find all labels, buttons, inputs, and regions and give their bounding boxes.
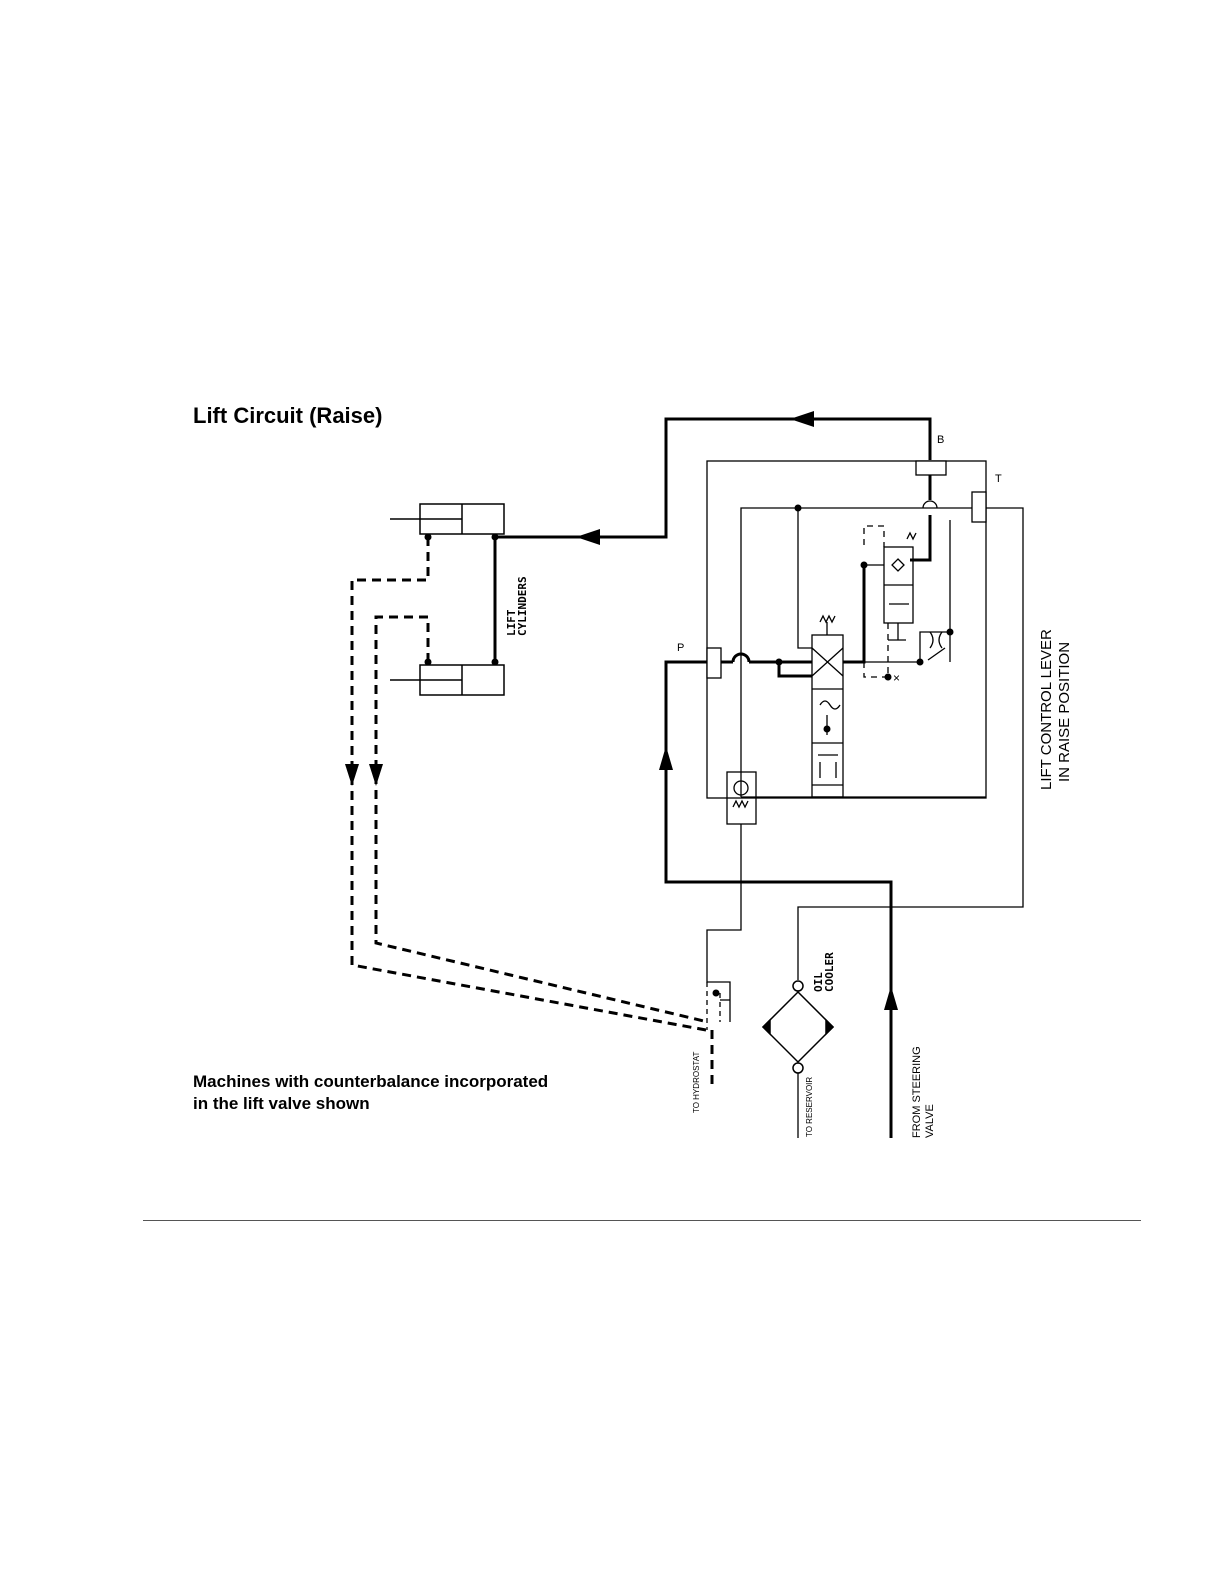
lever-label-2: IN RAISE POSITION [1056, 642, 1073, 782]
junction-dot [492, 534, 499, 541]
lift-valve-body [707, 461, 986, 798]
from-steering-label-1: FROM STEERING [911, 1046, 923, 1138]
junction-dot [425, 659, 432, 666]
lift-cylinder-upper [390, 504, 504, 534]
junction-dot [824, 726, 831, 733]
junction-dot [776, 659, 783, 666]
hydrostat-dashed [707, 982, 720, 1030]
junction-dot [947, 629, 954, 636]
from-steering-label-2: VALVE [924, 1104, 936, 1138]
plug-x-mark: × [893, 671, 900, 685]
lever-label-group: LIFT CONTROL LEVER IN RAISE POSITION [1038, 629, 1073, 790]
port-b-block [916, 461, 946, 475]
hydrostat-line [707, 824, 741, 1022]
flow-arrow-down-icon [345, 764, 359, 786]
junction-dot [917, 659, 924, 666]
return-line-to-cooler [798, 508, 1023, 1138]
junction-dot [795, 505, 802, 512]
internal-pressure-path [721, 475, 937, 676]
junction-dot [425, 534, 432, 541]
oil-cooler-label-2: COOLER [823, 952, 836, 992]
from-steering-label-group: FROM STEERING VALVE [911, 1046, 936, 1138]
port-p-label: P [677, 642, 684, 654]
junction-dot [861, 562, 868, 569]
to-reservoir-label-group: TO RESERVOIR [805, 1077, 814, 1137]
flow-arrow-up-icon [884, 986, 898, 1010]
port-t-label: T [995, 473, 1002, 485]
counterbalance-valve [884, 533, 916, 640]
to-hydrostat-label: TO HYDROSTAT [692, 1052, 701, 1113]
flow-arrow-down-icon [369, 764, 383, 786]
flow-arrow-left-icon [576, 529, 600, 545]
lift-cylinders-label-2: CYLINDERS [516, 576, 529, 636]
lever-label-1: LIFT CONTROL LEVER [1038, 629, 1055, 790]
port-p-block [707, 648, 721, 678]
oil-cooler [763, 981, 833, 1073]
flow-control-orifice [928, 632, 945, 660]
to-reservoir-label: TO RESERVOIR [805, 1077, 814, 1137]
cylinder-drain-dashed-lines [352, 537, 712, 1085]
junction-dot [492, 659, 499, 666]
port-t-block [972, 492, 986, 522]
spool-valve [812, 616, 843, 797]
lift-cylinders-label-group: LIFT CYLINDERS [505, 576, 529, 636]
lift-cylinder-lower [390, 665, 504, 695]
flow-arrow-left-icon [790, 411, 814, 427]
junction-dot [713, 990, 720, 997]
oil-cooler-label-group: OIL COOLER [812, 952, 836, 992]
to-hydrostat-label-group: TO HYDROSTAT [692, 1052, 701, 1113]
flow-arrow-up-icon [659, 746, 673, 770]
port-b-label: B [937, 434, 944, 446]
